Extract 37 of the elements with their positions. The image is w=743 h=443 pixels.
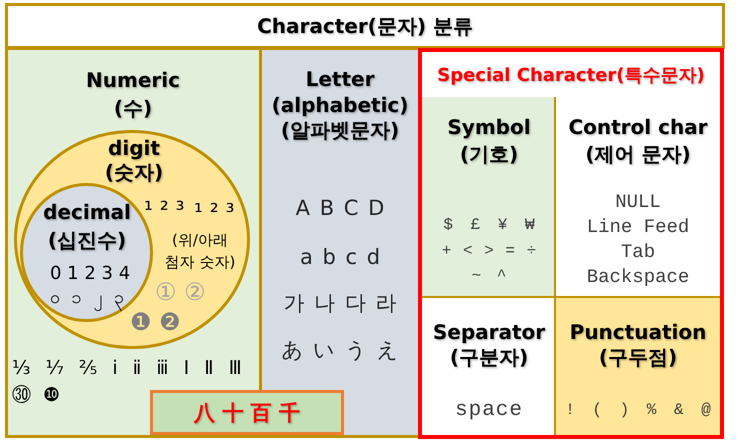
character-examples: Tab <box>620 240 656 264</box>
group-heading: Special Character(특수문자) <box>437 64 705 86</box>
category-heading: Letter (alphabetic) (알파벳문자) <box>272 67 408 144</box>
character-examples: Backspace <box>586 264 690 290</box>
character-examples: 0 1 2 3 4 <box>50 262 130 284</box>
note-text: (위/아래 첨자 숫자) <box>164 230 236 273</box>
character-examples: あ い う え <box>281 336 399 364</box>
category-heading: digit (숫자) <box>104 136 164 184</box>
character-examples: ㉚ ❿ <box>12 382 60 408</box>
character-examples: NULL <box>615 190 661 214</box>
character-examples: A B C D <box>296 194 384 222</box>
category-panel <box>556 298 720 435</box>
character-examples: a b c d <box>300 244 380 270</box>
character-examples: ① ② <box>155 276 206 308</box>
title-banner: Character(문자) 분류 <box>5 3 725 49</box>
character-examples: ¹ ² ³ <box>144 200 184 222</box>
category-panel <box>422 97 556 298</box>
character-examples: ၀ ၁ ၂ ၃ <box>50 286 124 308</box>
category-heading: decimal (십진수) <box>43 199 131 254</box>
character-examples: $ £ ¥ ₩ <box>443 214 535 236</box>
category-heading: Separator (구분자) <box>432 320 546 370</box>
character-examples: Line Feed <box>586 214 690 240</box>
category-heading: Control char (제어 문자) <box>567 114 709 168</box>
character-examples: space <box>455 398 523 424</box>
category-heading: Symbol (기호) <box>447 114 531 168</box>
character-examples: ₁ ₂ ₃ <box>194 195 234 217</box>
group-frame <box>418 48 724 439</box>
character-examples: ⅓ ⅐ ⅖ ⅰ ⅱ ⅲ Ⅰ Ⅱ Ⅲ <box>12 356 242 380</box>
character-examples: ! ( ) % & @ <box>565 400 711 420</box>
character-examples: 가 나 다 라 <box>283 290 397 316</box>
character-examples: + < > = ÷ <box>442 240 536 262</box>
category-heading: Numeric (수) <box>86 67 180 122</box>
category-heading: Punctuation (구두점) <box>570 320 706 370</box>
numeral-panel: 八 十 百 千 <box>150 390 344 435</box>
character-examples: ~ ^ <box>472 266 506 286</box>
category-ellipse <box>14 130 250 349</box>
character-examples: ❶ ❷ <box>130 306 181 338</box>
